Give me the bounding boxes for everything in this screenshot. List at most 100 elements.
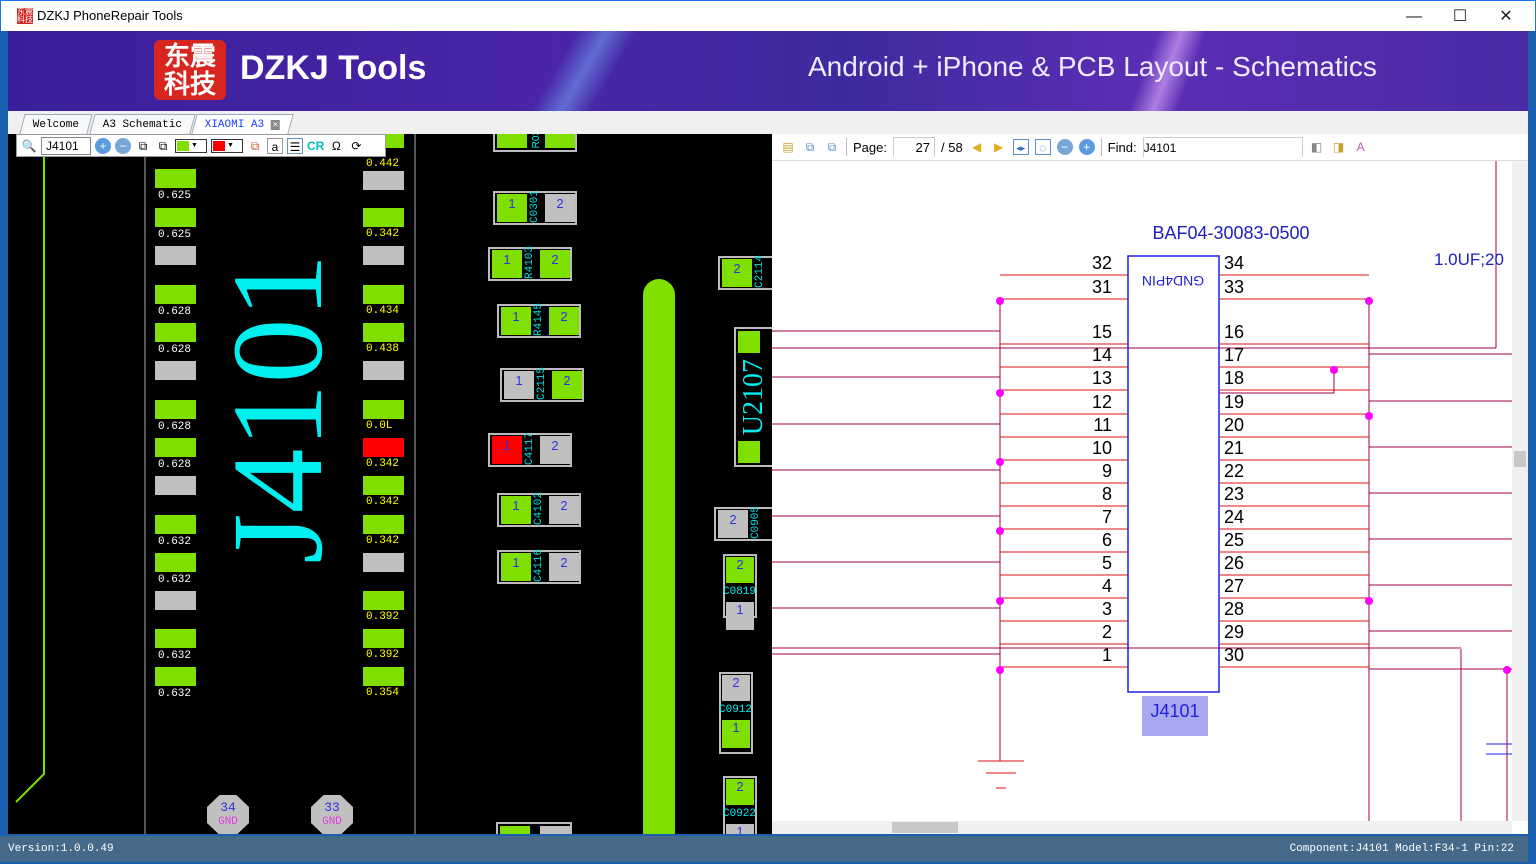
list-icon[interactable]: ☰ bbox=[287, 137, 303, 154]
component-partial[interactable] bbox=[496, 822, 572, 834]
pad[interactable] bbox=[363, 476, 404, 495]
fit-width-icon[interactable]: ◂▸ bbox=[1012, 139, 1029, 155]
pad-voltage: 0.625 bbox=[158, 190, 192, 202]
pad[interactable] bbox=[363, 591, 404, 610]
horizontal-scrollbar[interactable] bbox=[772, 821, 1512, 834]
minimize-button[interactable]: — bbox=[1406, 8, 1422, 25]
pad[interactable] bbox=[155, 208, 196, 227]
reset-icon[interactable]: ⟳ bbox=[351, 138, 362, 153]
rotate-right-icon[interactable]: ⧉ bbox=[138, 138, 148, 153]
component-name: R03 bbox=[531, 134, 542, 149]
tab-close-icon[interactable]: ✕ bbox=[270, 120, 281, 130]
pin-number-left: 6 bbox=[1102, 530, 1112, 550]
pad[interactable] bbox=[363, 438, 404, 457]
scrollbar-thumb[interactable] bbox=[1514, 451, 1526, 467]
pin-number-right: 17 bbox=[1224, 345, 1244, 365]
pin-number-right: 27 bbox=[1224, 576, 1244, 596]
pad[interactable] bbox=[363, 629, 404, 648]
pad[interactable] bbox=[363, 323, 404, 342]
vertical-scrollbar[interactable] bbox=[1512, 161, 1528, 821]
ohm-button[interactable]: Ω bbox=[331, 138, 341, 153]
pad[interactable] bbox=[155, 629, 196, 648]
maximize-button[interactable]: ☐ bbox=[1452, 8, 1468, 25]
tab-xiaomi-a3[interactable]: XIAOMI A3 ✕ bbox=[191, 114, 295, 134]
schematic-toolbar: ▤ ⧉ ⧉ Page: / 58 ◀ ▶ ◂▸ ◌ − + Find: ◧ ◨ … bbox=[772, 134, 1528, 161]
zoom-in-icon[interactable]: + bbox=[95, 137, 111, 154]
pad[interactable] bbox=[363, 515, 404, 534]
component-r03[interactable]: R03 bbox=[493, 134, 577, 152]
pad[interactable] bbox=[155, 169, 196, 188]
component-name: C4116 bbox=[533, 548, 545, 582]
connector-body bbox=[1127, 255, 1220, 693]
layers-icon[interactable]: ⧉ bbox=[250, 138, 260, 153]
next-page-icon[interactable]: ▶ bbox=[994, 140, 1004, 154]
pin-number-left: 2 bbox=[1102, 622, 1112, 642]
zoom-out-icon[interactable]: − bbox=[1056, 139, 1073, 155]
fit-page-icon[interactable]: ◌ bbox=[1034, 139, 1051, 155]
pad[interactable] bbox=[155, 476, 196, 495]
pad[interactable] bbox=[155, 361, 196, 380]
page-input[interactable] bbox=[892, 137, 935, 157]
junction-dot bbox=[1365, 412, 1373, 420]
find-prev-icon[interactable]: ◧ bbox=[1310, 140, 1323, 154]
pad[interactable] bbox=[155, 285, 196, 304]
pad[interactable] bbox=[155, 323, 196, 342]
find-input[interactable] bbox=[1142, 137, 1303, 157]
zoom-in-icon[interactable]: + bbox=[1078, 139, 1095, 155]
pad[interactable] bbox=[363, 400, 404, 419]
color1-select[interactable]: ▼ bbox=[175, 138, 207, 153]
pad[interactable] bbox=[155, 400, 196, 419]
pad[interactable] bbox=[363, 667, 404, 686]
pad[interactable] bbox=[363, 246, 404, 265]
pad[interactable] bbox=[155, 438, 196, 457]
pin-number-right: 34 bbox=[1224, 253, 1244, 273]
find-next-icon[interactable]: ◨ bbox=[1332, 140, 1345, 154]
pad[interactable] bbox=[155, 667, 196, 686]
tab-welcome[interactable]: Welcome bbox=[19, 114, 93, 134]
pad[interactable] bbox=[363, 171, 404, 190]
component-u2107[interactable]: U2107 bbox=[734, 327, 772, 467]
search-input[interactable] bbox=[41, 136, 91, 155]
prev-page-icon[interactable]: ◀ bbox=[972, 140, 982, 154]
rotate-right-icon[interactable]: ⧉ bbox=[805, 140, 815, 154]
open-icon[interactable]: ▤ bbox=[782, 140, 794, 154]
pad[interactable] bbox=[155, 591, 196, 610]
pad[interactable] bbox=[363, 285, 404, 304]
pad[interactable] bbox=[155, 515, 196, 534]
schematic-view[interactable]: ▤ ⧉ ⧉ Page: / 58 ◀ ▶ ◂▸ ◌ − + Find: ◧ ◨ … bbox=[772, 134, 1528, 834]
cr-button[interactable]: CR bbox=[307, 138, 325, 153]
pad[interactable] bbox=[155, 553, 196, 572]
tab-a3-schematic[interactable]: A3 Schematic bbox=[89, 114, 196, 134]
pin-number-left: 15 bbox=[1092, 322, 1112, 342]
rotate-left-icon[interactable]: ⧉ bbox=[158, 138, 168, 153]
pin-number-right: 22 bbox=[1224, 461, 1244, 481]
rotate-left-icon[interactable]: ⧉ bbox=[827, 140, 837, 154]
pad[interactable] bbox=[363, 361, 404, 380]
pcb-view[interactable]: 🔍 + − ⧉ ⧉ ▼ ▼ ⧉ a ☰ CR Ω ⟳ J4101 R03 U21… bbox=[8, 134, 772, 834]
text-icon[interactable]: a bbox=[267, 137, 283, 154]
zoom-out-icon[interactable]: − bbox=[115, 137, 131, 154]
close-button[interactable]: ✕ bbox=[1499, 8, 1513, 25]
highlight-icon[interactable]: A bbox=[1356, 140, 1365, 154]
pad[interactable] bbox=[363, 553, 404, 572]
color2-select[interactable]: ▼ bbox=[211, 138, 243, 153]
pad[interactable] bbox=[155, 246, 196, 265]
pad[interactable] bbox=[363, 208, 404, 227]
scrollbar-thumb[interactable] bbox=[892, 822, 958, 833]
pin-number-right: 23 bbox=[1224, 484, 1244, 504]
